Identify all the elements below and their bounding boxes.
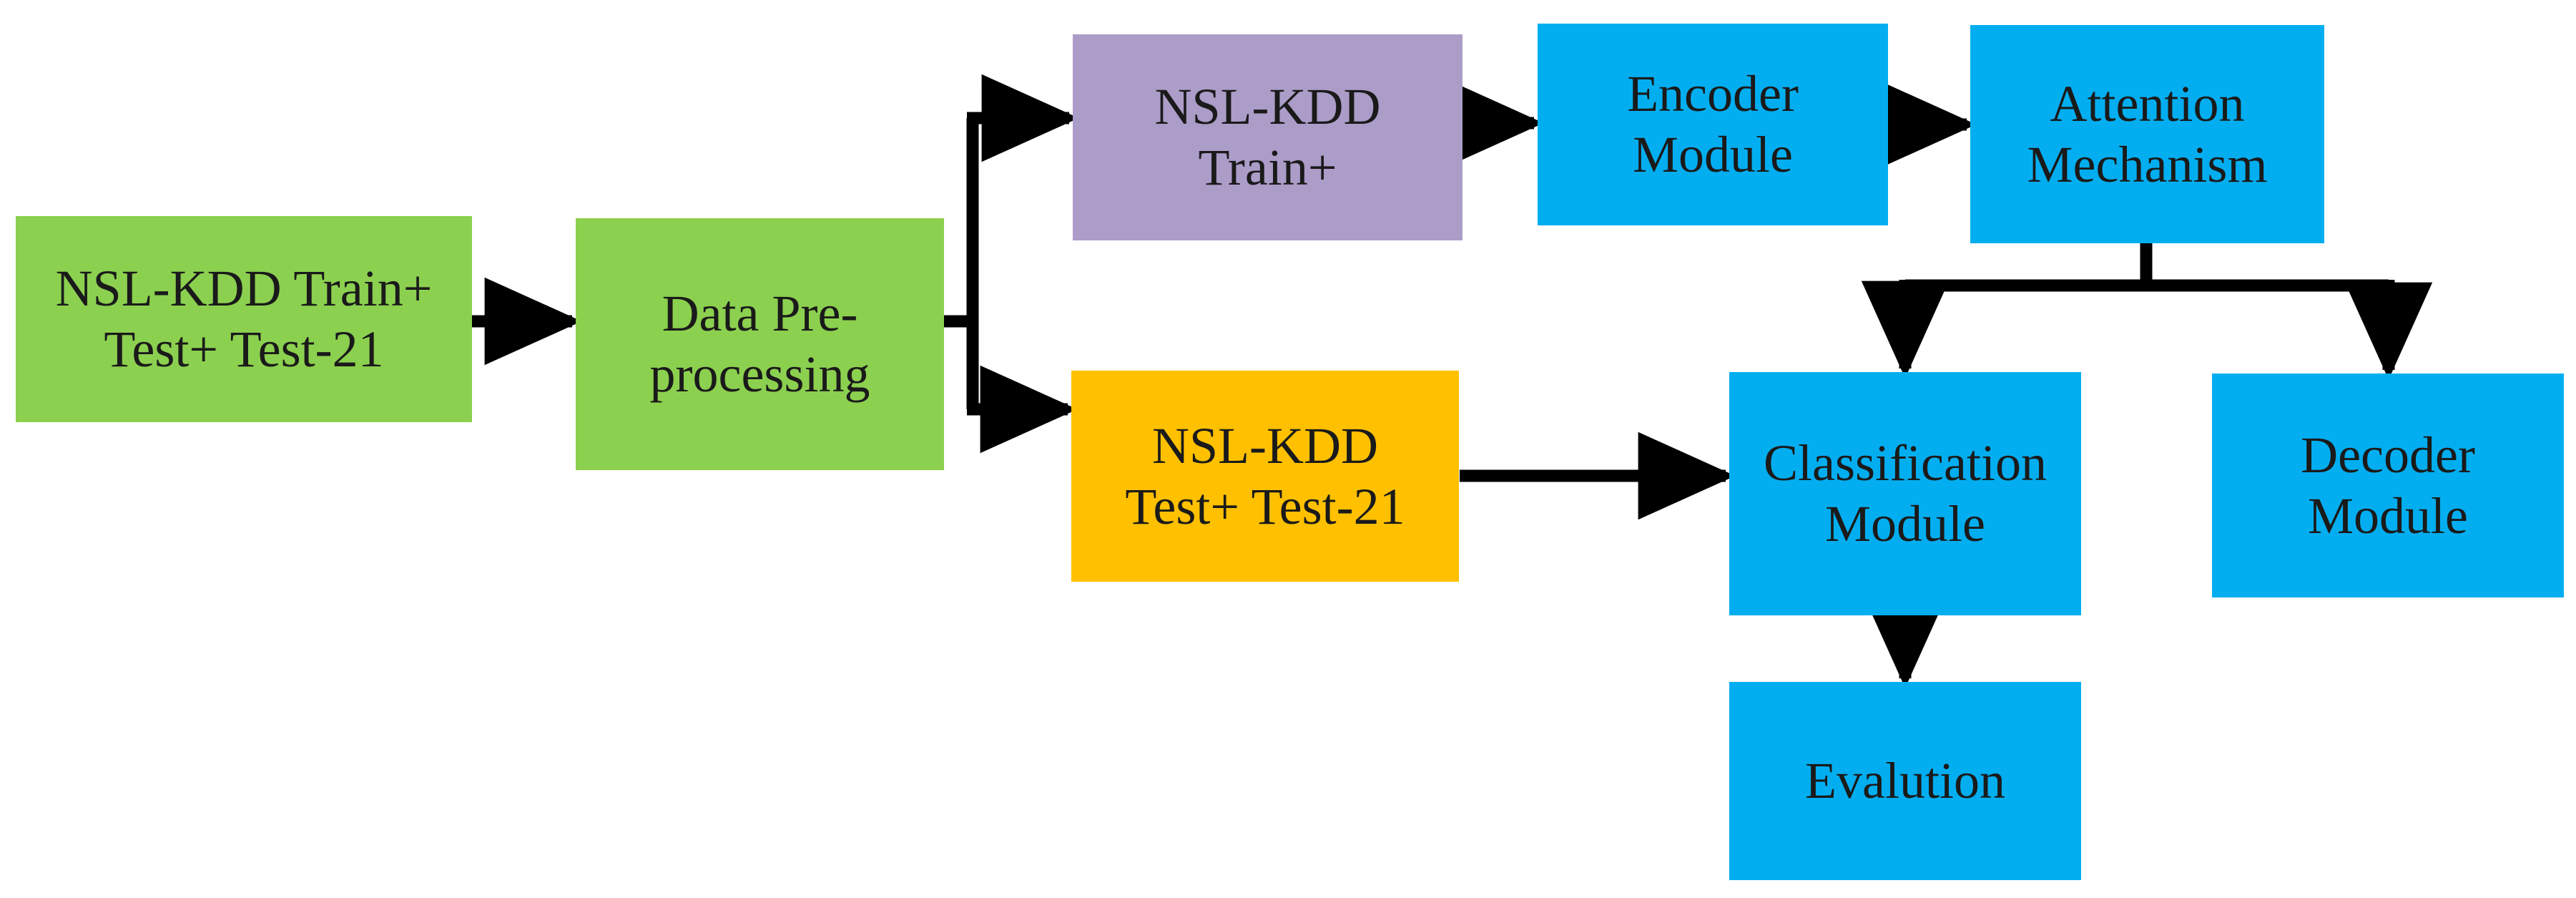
edge-attention-split — [1905, 243, 2389, 292]
edge-preprocess-split — [944, 118, 979, 409]
node-nsl-kdd-source-dataset[interactable]: NSL-KDD Train+ Test+ Test-21 — [16, 216, 472, 422]
node-nsl-kdd-train[interactable]: NSL-KDD Train+ — [1073, 34, 1462, 240]
node-classification-module[interactable]: Classification Module — [1729, 372, 2081, 615]
node-encoder-module[interactable]: Encoder Module — [1538, 24, 1888, 225]
node-evaluation[interactable]: Evalution — [1729, 682, 2081, 880]
node-data-preprocessing[interactable]: Data Pre- processing — [576, 218, 944, 470]
node-nsl-kdd-test[interactable]: NSL-KDD Test+ Test-21 — [1071, 371, 1459, 582]
node-attention-mechanism[interactable]: Attention Mechanism — [1970, 25, 2324, 243]
node-decoder-module[interactable]: Decoder Module — [2212, 374, 2564, 597]
